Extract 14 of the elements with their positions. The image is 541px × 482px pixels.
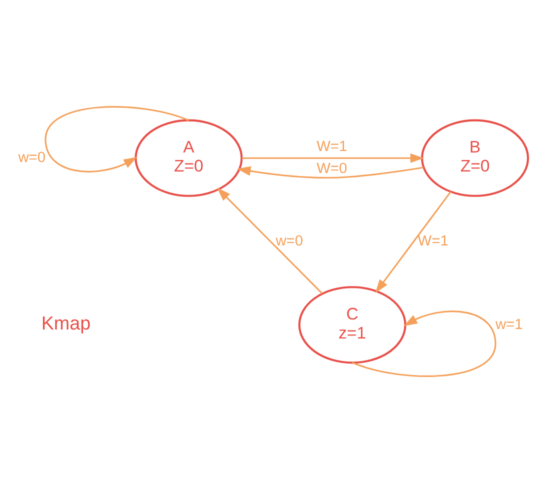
- edge-label: W=1: [418, 232, 448, 249]
- edge-label: w=0: [18, 149, 46, 166]
- node-ellipse: A Z=0: [134, 118, 243, 196]
- label: Kmap: [41, 312, 91, 333]
- edge-label: w=0: [276, 232, 304, 249]
- arrow: [237, 166, 424, 178]
- arrow: [242, 152, 424, 162]
- arrow: [375, 190, 452, 292]
- edge-label: W=0: [316, 160, 348, 177]
- arrow: [217, 187, 323, 294]
- node-ellipse: C z=1: [298, 286, 406, 364]
- node-ellipse: B Z=0: [421, 118, 530, 196]
- edge-label: w=1: [495, 316, 523, 332]
- edge-label: W=1: [316, 138, 348, 154]
